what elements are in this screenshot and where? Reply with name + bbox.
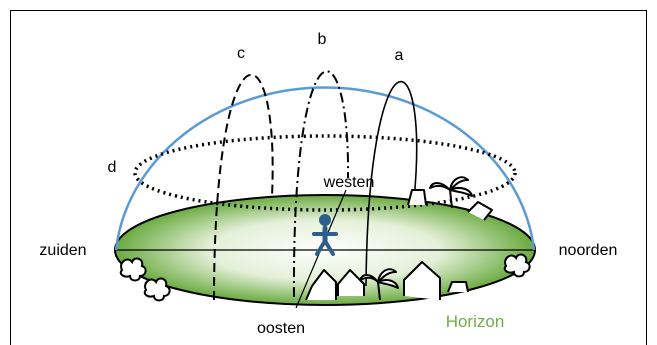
label-c: c (237, 45, 245, 62)
palm-tree-icon (429, 176, 473, 209)
sun-path-b (292, 70, 350, 298)
person-icon (312, 214, 338, 256)
house-icon (407, 189, 493, 221)
sun-path-c (213, 73, 274, 301)
label-oosten: oosten (257, 320, 305, 337)
palm-tree-icon (359, 268, 399, 301)
label-d: d (108, 159, 117, 176)
sky-dome (114, 86, 536, 251)
label-westen: westen (323, 174, 375, 191)
bush-icon (119, 253, 531, 302)
dotted-circle-d (133, 134, 517, 212)
label-b: b (318, 31, 327, 48)
frame-border (10, 10, 647, 345)
house-icon (305, 261, 469, 301)
sun-path-a (365, 80, 418, 287)
label-a: a (395, 47, 404, 64)
label-horizon: Horizon (446, 312, 505, 331)
label-zuiden: zuiden (39, 242, 86, 259)
label-noorden: noorden (559, 242, 618, 259)
